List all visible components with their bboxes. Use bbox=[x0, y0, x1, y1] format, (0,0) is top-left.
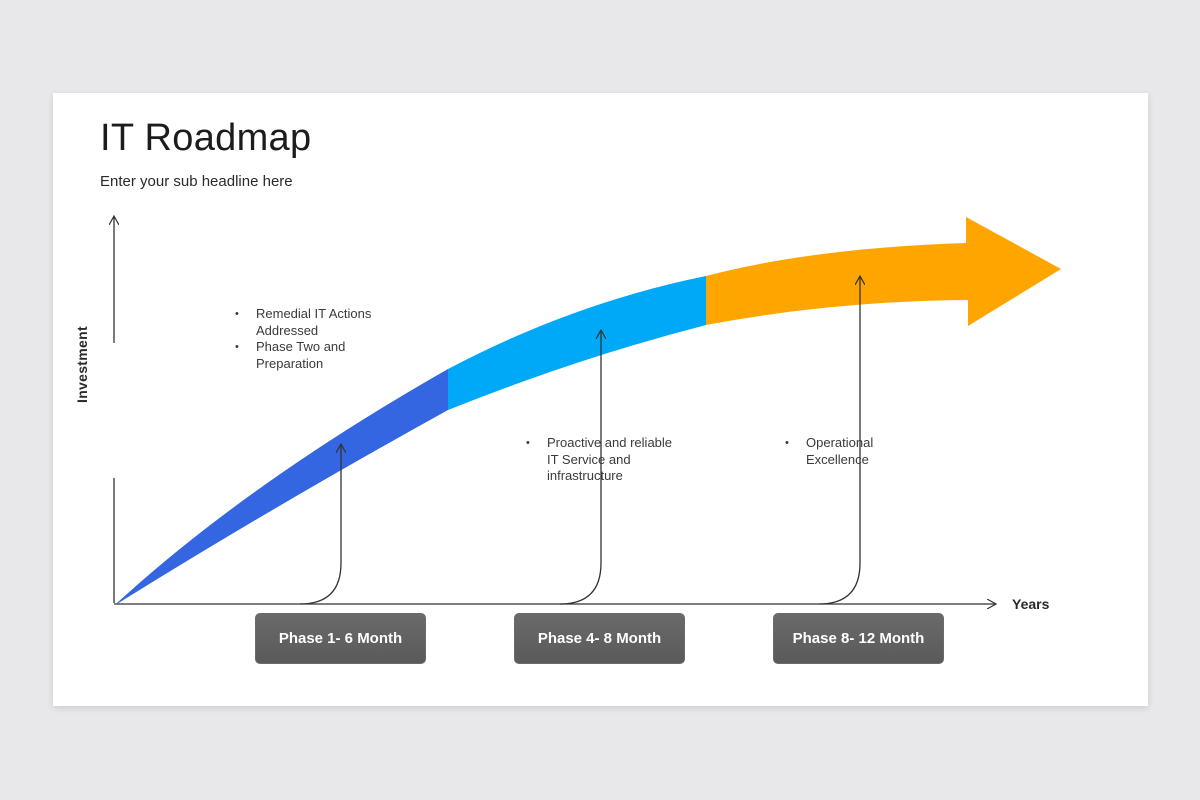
note-item: Remedial IT Actions Addressed bbox=[235, 306, 405, 339]
roadmap-diagram bbox=[53, 93, 1061, 706]
curve-segment-2 bbox=[448, 276, 706, 410]
note-item: Phase Two and Preparation bbox=[235, 339, 405, 372]
connector-arrow-2 bbox=[559, 331, 601, 605]
phase-1-button[interactable]: Phase 1- 6 Month bbox=[255, 613, 426, 664]
page-subtitle: Enter your sub headline here bbox=[100, 173, 293, 190]
note-phase-3: Operational Excellence bbox=[785, 435, 905, 468]
note-item: Proactive and reliable IT Service and in… bbox=[526, 435, 676, 485]
x-axis-label: Years bbox=[1012, 596, 1050, 612]
note-phase-2: Proactive and reliable IT Service and in… bbox=[526, 435, 676, 485]
note-phase-1: Remedial IT Actions Addressed Phase Two … bbox=[235, 306, 405, 372]
phase-2-button[interactable]: Phase 4- 8 Month bbox=[514, 613, 685, 664]
slide: IT Roadmap Enter your sub headline here … bbox=[53, 93, 1148, 706]
connector-arrow-3 bbox=[818, 277, 860, 605]
page-title: IT Roadmap bbox=[100, 117, 312, 159]
curve-segment-3 bbox=[706, 217, 1061, 326]
connector-arrow-1 bbox=[299, 445, 341, 605]
phase-3-button[interactable]: Phase 8- 12 Month bbox=[773, 613, 944, 664]
y-axis-label: Investment bbox=[74, 326, 90, 403]
note-item: Operational Excellence bbox=[785, 435, 905, 468]
curve-segment-1 bbox=[117, 369, 448, 604]
